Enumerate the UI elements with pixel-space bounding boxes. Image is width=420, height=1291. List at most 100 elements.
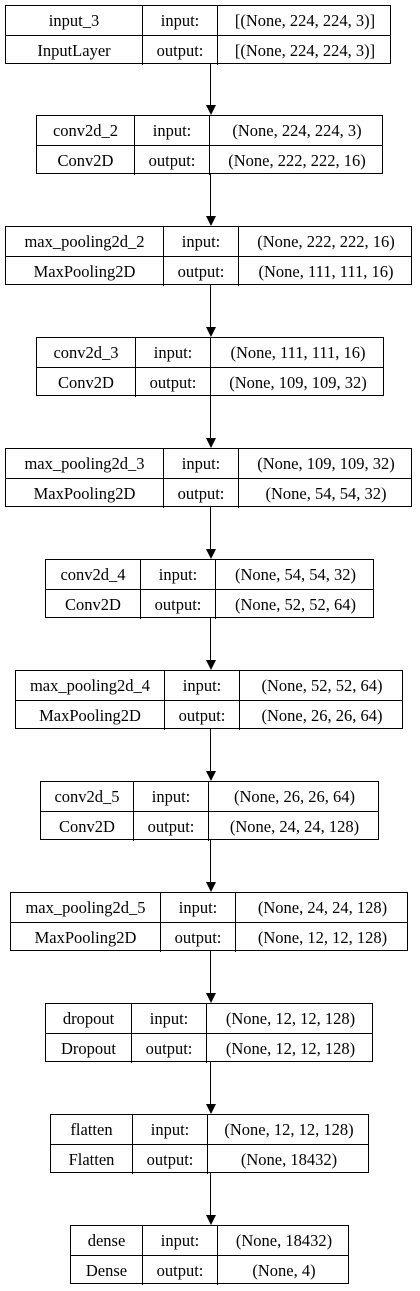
- arrow-down-icon: [205, 1104, 216, 1114]
- input-shape: (None, 24, 24, 128): [257, 897, 388, 917]
- input-shape: (None, 109, 109, 32): [257, 453, 395, 473]
- output-label: output:: [133, 1145, 208, 1174]
- input-label: input:: [135, 116, 210, 145]
- input-label: input:: [134, 782, 209, 811]
- connector-line: [210, 618, 211, 660]
- output-label: output:: [161, 923, 236, 952]
- output-shape: (None, 109, 109, 32): [229, 372, 367, 392]
- arrow-down-icon: [205, 1215, 216, 1225]
- arrow-down-icon: [205, 882, 216, 892]
- output-shape: (None, 222, 222, 16): [228, 150, 366, 170]
- layer-name: dense: [71, 1226, 143, 1255]
- output-label: output:: [143, 1256, 218, 1285]
- layer-name: input_3: [6, 6, 143, 35]
- layer-name: conv2d_3: [37, 338, 136, 367]
- layer-type: Conv2D: [37, 146, 135, 175]
- arrow-down-icon: [205, 327, 216, 337]
- layer-name: flatten: [51, 1115, 133, 1144]
- connector-line: [210, 840, 211, 882]
- layer-type: InputLayer: [6, 36, 143, 65]
- input-label: input:: [141, 560, 216, 589]
- connector-line: [210, 951, 211, 993]
- output-shape: (None, 54, 54, 32): [265, 483, 387, 503]
- connector-line: [210, 729, 211, 771]
- layer-type: MaxPooling2D: [16, 701, 165, 730]
- arrow-down-icon: [205, 216, 216, 226]
- input-label: input:: [132, 1004, 207, 1033]
- input-shape: (None, 18432): [235, 1230, 333, 1250]
- input-shape: (None, 26, 26, 64): [234, 786, 355, 806]
- input-label: input:: [143, 1226, 218, 1255]
- arrow-down-icon: [205, 993, 216, 1003]
- output-label: output:: [164, 479, 239, 508]
- output-label: output:: [132, 1034, 207, 1063]
- layer-type: Conv2D: [46, 590, 141, 619]
- arrow-down-icon: [205, 105, 216, 115]
- connector-line: [210, 1173, 211, 1215]
- output-shape: (None, 12, 12, 128): [257, 927, 388, 947]
- connector-line: [210, 396, 211, 438]
- input-shape: (None, 12, 12, 128): [224, 1119, 354, 1139]
- layer-name: conv2d_2: [37, 116, 135, 145]
- output-shape: (None, 111, 111, 16): [258, 261, 394, 281]
- input-label: input:: [164, 227, 239, 256]
- layer-type: MaxPooling2D: [6, 479, 164, 508]
- layer-name: max_pooling2d_2: [6, 227, 164, 256]
- output-shape: (None, 18432): [240, 1149, 338, 1169]
- output-label: output:: [136, 368, 211, 397]
- output-label: output:: [135, 146, 210, 175]
- layer-type: Flatten: [51, 1145, 133, 1174]
- layer-type: Dense: [71, 1256, 143, 1285]
- input-shape: (None, 12, 12, 128): [225, 1008, 356, 1028]
- output-label: output:: [141, 590, 216, 619]
- input-label: input:: [164, 449, 239, 478]
- input-label: input:: [143, 6, 218, 35]
- layer-type: MaxPooling2D: [11, 923, 161, 952]
- layer-type: MaxPooling2D: [6, 257, 164, 286]
- output-shape: (None, 24, 24, 128): [229, 816, 360, 836]
- layer-type: Conv2D: [37, 368, 136, 397]
- output-label: output:: [134, 812, 209, 841]
- input-shape: (None, 52, 52, 64): [261, 675, 383, 695]
- connector-line: [210, 507, 211, 549]
- output-label: output:: [165, 701, 240, 730]
- layer-type: Dropout: [46, 1034, 132, 1063]
- output-shape: (None, 12, 12, 128): [225, 1038, 356, 1058]
- connector-line: [210, 64, 211, 105]
- output-shape: (None, 4): [252, 1260, 316, 1280]
- arrow-down-icon: [205, 771, 216, 781]
- output-label: output:: [143, 36, 218, 65]
- connector-line: [210, 285, 211, 327]
